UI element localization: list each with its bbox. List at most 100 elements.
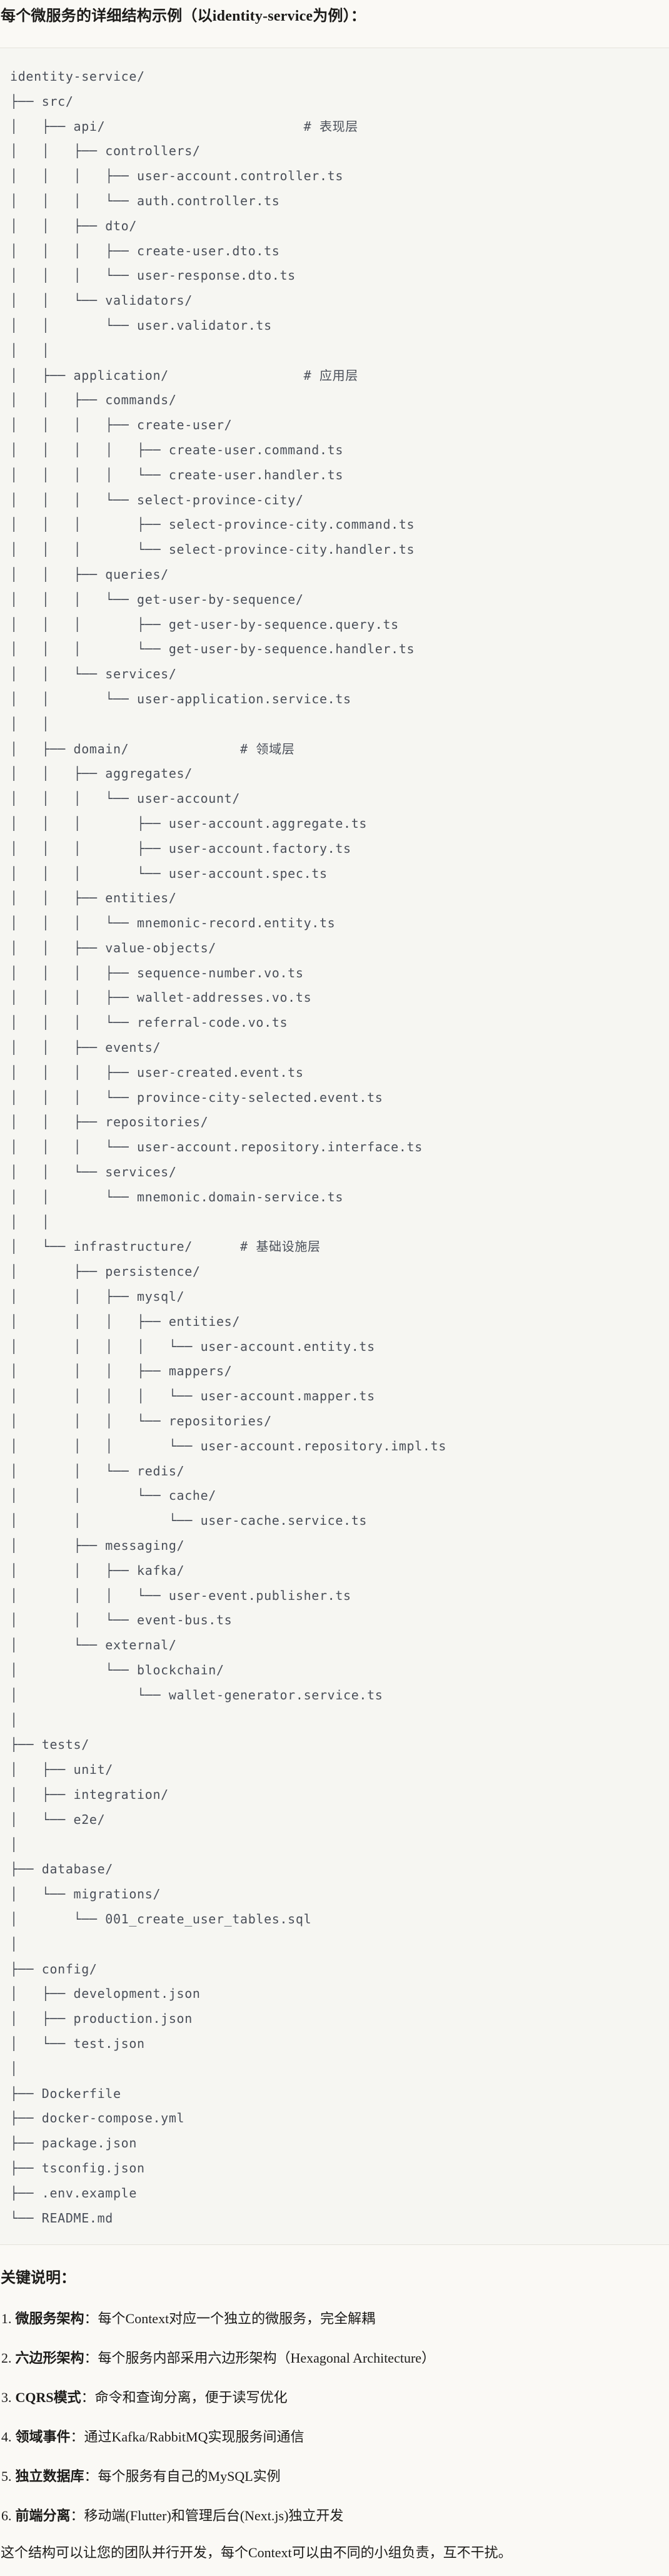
tree-line: │ │ │ ├── user-account.aggregate.ts	[10, 815, 368, 831]
tree-line: │ │ ├── mysql/	[10, 1289, 185, 1305]
tree-line: │ │ ├── events/	[10, 1040, 161, 1056]
tree-line: │ │ │ ├── select-province-city.command.t…	[10, 517, 415, 532]
tree-line: │ ├── api/ # 表现层	[10, 118, 358, 134]
tree-line: │ │ └── event-bus.ts	[10, 1612, 233, 1628]
file-tree: identity-service/ ├── src/ │ ├── api/ # 表现…	[10, 64, 659, 2231]
page-title: 每个微服务的详细结构示例（以identity-service为例）：	[1, 8, 366, 24]
tree-line: │ │ └── redis/	[10, 1463, 185, 1479]
note-item: 3.CQRS模式：命令和查询分离，便于读写优化	[1, 2388, 669, 2406]
tree-line: │ │ │ └── select-province-city/	[10, 492, 304, 507]
tree-line: └── README.md	[10, 2210, 113, 2226]
closing-paragraph: 这个结构可以让您的团队并行开发，每个Context可以由不同的小组负责，互不干扰…	[1, 2545, 512, 2561]
tree-line: │ │ │ ├── entities/	[10, 1313, 241, 1329]
tree-line: │	[10, 1712, 18, 1728]
tree-line: ├── tests/	[10, 1737, 89, 1753]
tree-line: │	[10, 1936, 18, 1952]
tree-line: │ │ │ ├── mappers/	[10, 1363, 233, 1379]
tree-line: │ │ ├── kafka/	[10, 1562, 185, 1578]
notes-heading: 关键说明：	[1, 2270, 76, 2287]
tree-line: │ └── external/	[10, 1637, 177, 1653]
note-number: 2.	[1, 2350, 12, 2366]
tree-line: │ │ │ └── user-account.repository.interf…	[10, 1139, 423, 1155]
tree-line: │ │ ├── dto/	[10, 218, 138, 233]
tree-line: │ │ │ └── mnemonic-record.entity.ts	[10, 915, 336, 931]
tree-line: │ │ └── user-cache.service.ts	[10, 1513, 368, 1529]
tree-line: │ └── test.json	[10, 2035, 145, 2051]
tree-line: │ │ │ ├── user-account.factory.ts	[10, 840, 351, 856]
code-block: identity-service/ ├── src/ │ ├── api/ # 表现…	[0, 48, 669, 2246]
tree-line: │ │ │ └── province-city-selected.event.t…	[10, 1089, 383, 1105]
tree-line: │ │ │ └── user-account.repository.impl.t…	[10, 1438, 447, 1453]
note-description: ：通过Kafka/RabbitMQ实现服务间通信	[70, 2429, 304, 2445]
tree-line: │ │ │ └── auth.controller.ts	[10, 193, 280, 208]
tree-line: │ ├── messaging/	[10, 1538, 185, 1554]
note-item: 5.独立数据库：每个服务有自己的MySQL实例	[1, 2467, 669, 2485]
tree-line: │ │ ├── repositories/	[10, 1114, 209, 1130]
note-term: 前端分离	[15, 2508, 71, 2524]
tree-line: │ ├── application/ # 应用层	[10, 367, 358, 383]
note-number: 5.	[1, 2468, 12, 2485]
tree-line: │ │ │ ├── get-user-by-sequence.query.ts	[10, 616, 399, 632]
tree-line: │ │ │ └── get-user-by-sequence/	[10, 591, 304, 607]
tree-line: │ │ │ │ ├── create-user.command.ts	[10, 442, 344, 457]
tree-line: │ └── migrations/	[10, 1886, 161, 1902]
tree-line: │ │ └── user-application.service.ts	[10, 691, 351, 706]
tree-line: │ │ └── mnemonic.domain-service.ts	[10, 1189, 344, 1204]
tree-line: │ │ │ ├── wallet-addresses.vo.ts	[10, 990, 312, 1005]
tree-line: ├── config/	[10, 1961, 98, 1977]
tree-line: │ │ │ │ └── user-account.entity.ts	[10, 1338, 375, 1354]
tree-line: │ └── blockchain/	[10, 1662, 224, 1677]
tree-line: │ │ ├── value-objects/	[10, 940, 216, 955]
tree-line: │ ├── unit/	[10, 1762, 113, 1778]
tree-line: │ │ │ └── user-response.dto.ts	[10, 268, 296, 283]
note-description: ：移动端(Flutter)和管理后台(Next.js)独立开发	[70, 2508, 344, 2524]
tree-line: │ │ │ ├── sequence-number.vo.ts	[10, 965, 304, 980]
tree-line: │ │ └── services/	[10, 1164, 177, 1180]
tree-line: │ │ │ ├── create-user/	[10, 417, 233, 433]
tree-line: │ │	[10, 1214, 50, 1229]
tree-line: │ │ │ ├── user-account.controller.ts	[10, 168, 344, 184]
note-item: 2.六边形架构：每个服务内部采用六边形架构（Hexagonal Architec…	[1, 2349, 669, 2367]
tree-line: ├── .env.example	[10, 2185, 138, 2201]
note-number: 4.	[1, 2429, 12, 2445]
tree-line: │ │	[10, 342, 50, 358]
note-term: 微服务架构	[15, 2311, 84, 2327]
tree-line: │ │ ├── commands/	[10, 392, 177, 408]
tree-line: │	[10, 1836, 18, 1852]
tree-line: │ │ └── validators/	[10, 293, 193, 308]
tree-line: │ │	[10, 716, 50, 731]
tree-line: │ │ ├── aggregates/	[10, 766, 193, 781]
tree-line: │ └── 001_create_user_tables.sql	[10, 1911, 312, 1927]
note-item: 4.领域事件：通过Kafka/RabbitMQ实现服务间通信	[1, 2428, 669, 2446]
tree-line: │ ├── integration/	[10, 1786, 169, 1802]
tree-line: ├── docker-compose.yml	[10, 2110, 185, 2126]
tree-line: │ └── infrastructure/ # 基础设施层	[10, 1239, 321, 1255]
tree-line: │ │ ├── controllers/	[10, 143, 201, 159]
note-term: CQRS模式	[15, 2390, 81, 2406]
note-term: 六边形架构	[15, 2350, 84, 2366]
tree-line: ├── tsconfig.json	[10, 2160, 145, 2176]
tree-line: ├── package.json	[10, 2136, 138, 2151]
notes-list: 1.微服务架构：每个Context对应一个独立的微服务，完全解耦 2.六边形架构…	[0, 2309, 669, 2525]
tree-line: │ │ │ └── select-province-city.handler.t…	[10, 542, 415, 557]
note-item: 6.前端分离：移动端(Flutter)和管理后台(Next.js)独立开发	[1, 2507, 669, 2525]
tree-line: │ │ ├── queries/	[10, 566, 169, 582]
tree-line: identity-service/	[10, 69, 145, 84]
tree-line: │ │ │ └── user-event.publisher.ts	[10, 1587, 351, 1603]
tree-line: │ ├── persistence/	[10, 1264, 201, 1280]
tree-line: │ │ └── user.validator.ts	[10, 317, 272, 333]
tree-line: │ │ ├── entities/	[10, 890, 177, 906]
note-description: ：每个服务内部采用六边形架构（Hexagonal Architecture）	[84, 2350, 436, 2366]
tree-line: │ │ │ └── repositories/	[10, 1413, 272, 1429]
note-number: 3.	[1, 2390, 12, 2406]
tree-line: │	[10, 2060, 18, 2076]
tree-line: │ ├── domain/ # 领域层	[10, 741, 295, 756]
tree-line: ├── Dockerfile	[10, 2085, 121, 2101]
tree-line: │ ├── development.json	[10, 1986, 201, 2002]
note-description: ：命令和查询分离，便于读写优化	[81, 2390, 288, 2406]
tree-line: ├── src/	[10, 93, 74, 109]
tree-line: │ │ │ └── get-user-by-sequence.handler.t…	[10, 641, 415, 657]
tree-line: │ │ │ ├── user-created.event.ts	[10, 1064, 304, 1080]
tree-line: │ │ └── services/	[10, 666, 177, 682]
tree-line: │ │ │ ├── create-user.dto.ts	[10, 243, 280, 258]
